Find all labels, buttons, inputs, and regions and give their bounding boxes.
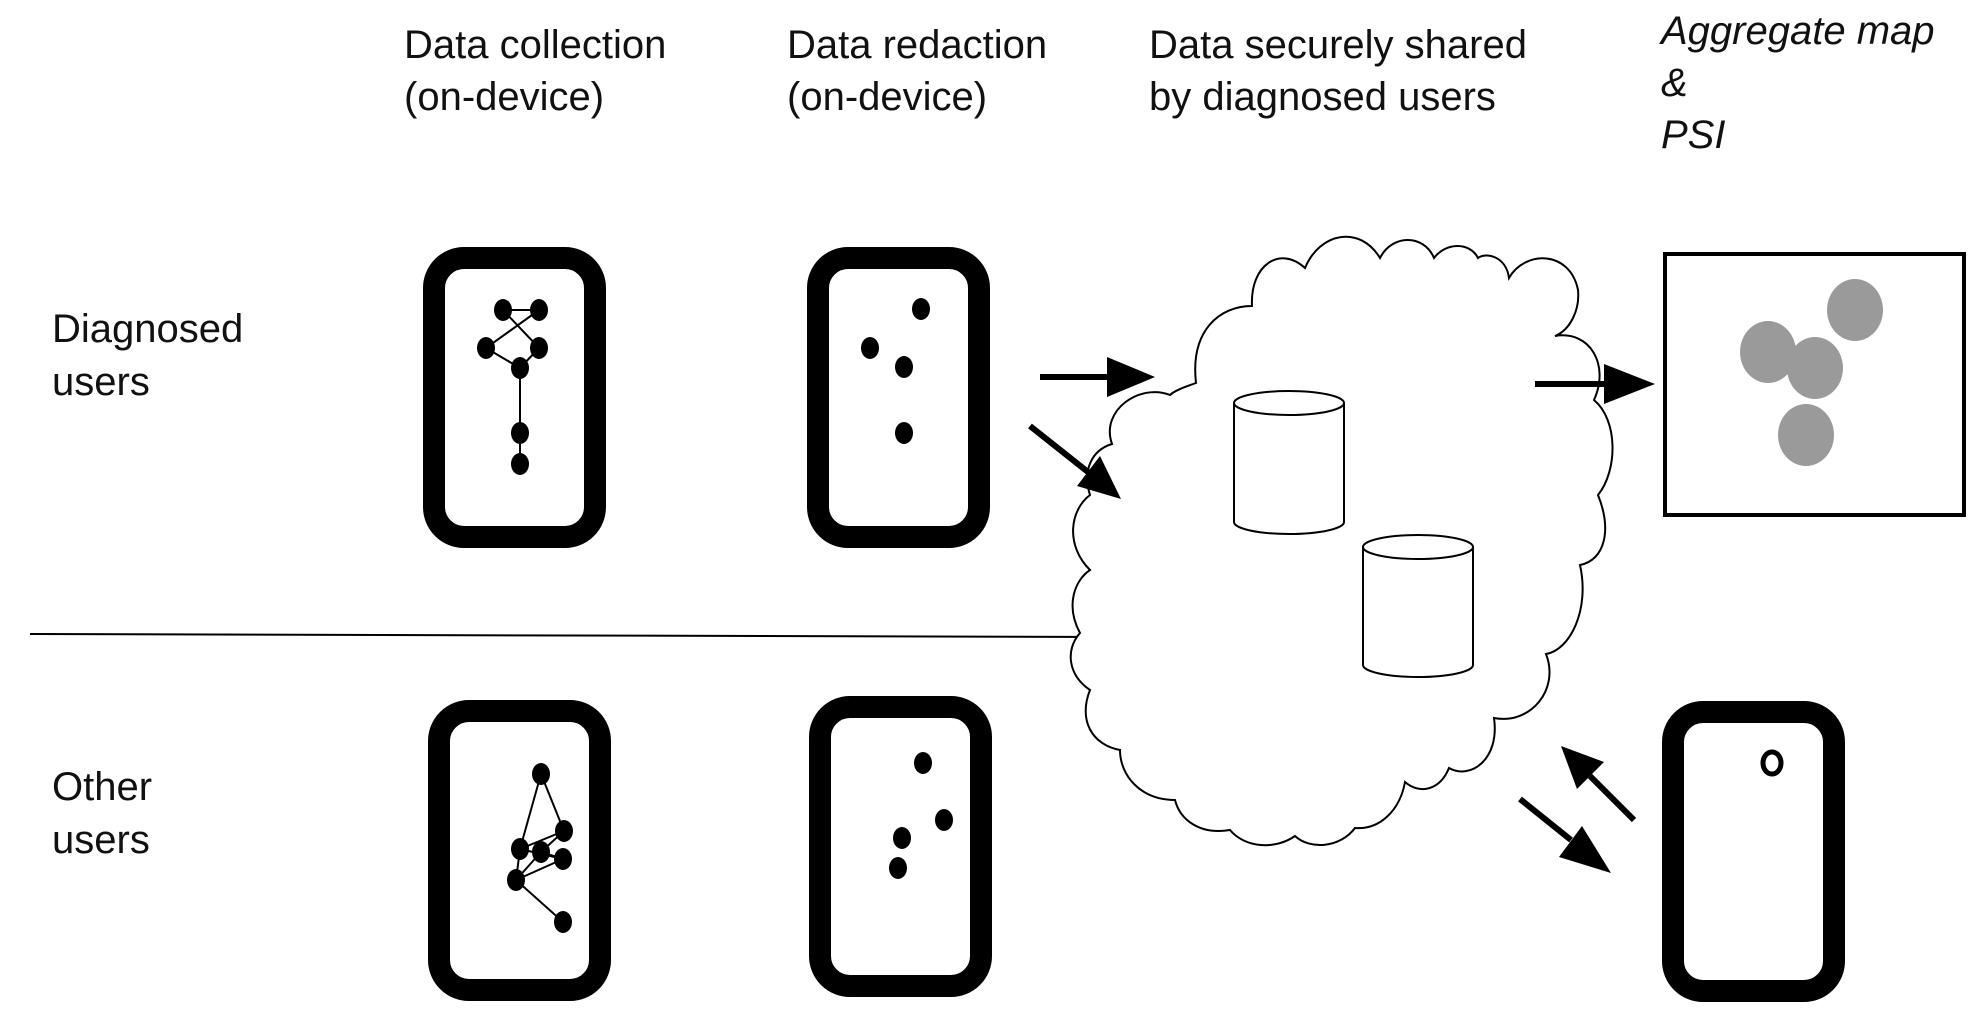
cloud-shared-storage: [1069, 235, 1614, 847]
header-aggregate-line3: PSI: [1661, 113, 1725, 157]
row-label-diagnosed-line1: Diagnosed: [52, 307, 243, 351]
header-collection-line1: Data collection: [404, 23, 666, 67]
header-redaction-line2: (on-device): [787, 75, 987, 119]
phone-diagnosed-redaction: [807, 247, 990, 548]
database-icon: [1362, 534, 1474, 678]
row-label-other-line1: Other: [52, 765, 152, 809]
arrow-redaction-to-cloud-lower: [1028, 423, 1121, 499]
aggregate-map: [1663, 252, 1966, 517]
aggregate-hotspots: [1740, 279, 1883, 466]
arrow-redaction-to-cloud-upper: [1040, 357, 1155, 397]
arrow-cloud-to-aggregate-map: [1535, 364, 1655, 404]
location-dot: [1760, 749, 1784, 777]
phone-other-redaction: [809, 696, 992, 997]
header-shared-line1: Data securely shared: [1149, 23, 1527, 67]
header-collection-line2: (on-device): [404, 75, 604, 119]
phone-querying-user: [1662, 701, 1845, 1002]
phone-diagnosed-collection: [423, 247, 606, 548]
row-divider: [29, 633, 1114, 638]
header-aggregate-line1: Aggregate map: [1659, 9, 1935, 53]
database-icon: [1233, 390, 1345, 535]
row-label-other-line2: users: [52, 818, 150, 862]
row-label-diagnosed-line2: users: [52, 360, 150, 404]
header-redaction-line1: Data redaction: [787, 23, 1047, 67]
phone-other-collection: [428, 700, 611, 1001]
arrow-cloud-to-phone: [1518, 796, 1611, 873]
header-shared-line2: by diagnosed users: [1149, 75, 1496, 119]
header-aggregate-line2: &: [1661, 61, 1688, 105]
arrow-phone-to-cloud: [1561, 746, 1637, 823]
